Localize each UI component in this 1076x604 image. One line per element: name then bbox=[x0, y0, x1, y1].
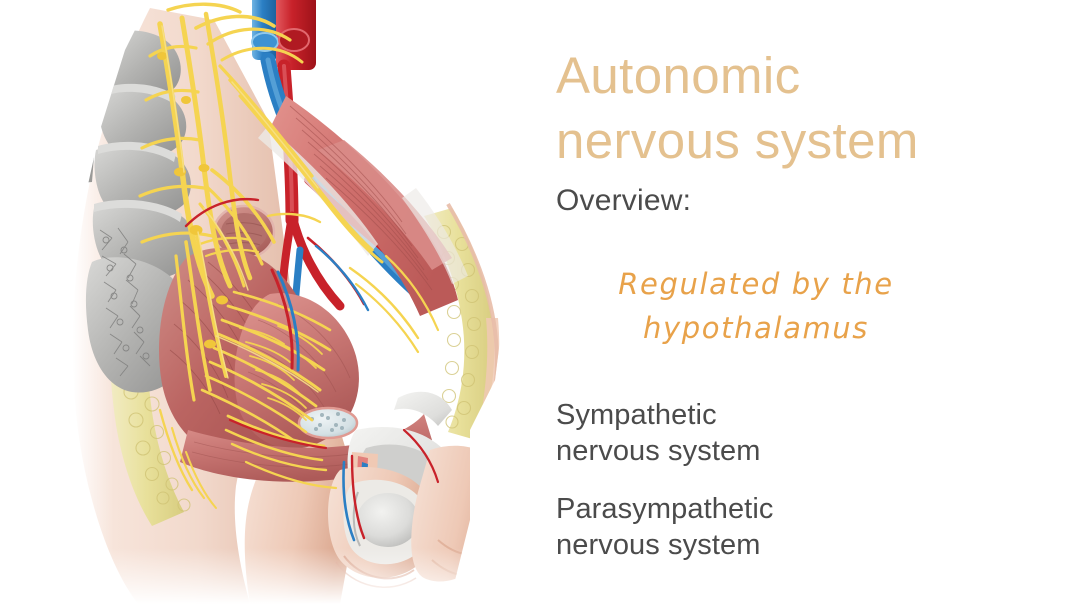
bottom-fade bbox=[66, 548, 505, 604]
slide-text-column: Autonomic nervous system Overview: Regul… bbox=[548, 0, 1076, 604]
highlight-note-line2: hypothalamus bbox=[643, 311, 869, 346]
branch-sympathetic: Sympathetic nervous system bbox=[556, 398, 956, 470]
overview-label: Overview: bbox=[556, 184, 692, 217]
lymph-node bbox=[297, 406, 359, 440]
page-title: Autonomic nervous system bbox=[556, 44, 1076, 174]
cancellous-bone-texture bbox=[99, 227, 151, 377]
page-title-line2: nervous system bbox=[556, 111, 919, 169]
anatomy-illustration-svg bbox=[66, 0, 505, 604]
branch-sympathetic-line1: Sympathetic bbox=[556, 399, 717, 431]
nerve-plexus-highlights bbox=[161, 25, 319, 393]
branch-parasympathetic-line2: nervous system bbox=[556, 528, 761, 561]
highlight-note: Regulated by the hypothalamus bbox=[556, 262, 956, 350]
anatomy-illustration bbox=[0, 0, 520, 604]
branch-sympathetic-line2: nervous system bbox=[556, 434, 761, 467]
branch-parasympathetic-line1: Parasympathetic bbox=[556, 493, 774, 525]
highlight-note-line1: Regulated by the bbox=[618, 267, 894, 301]
small-vessels-group bbox=[184, 198, 440, 542]
branch-parasympathetic: Parasympathetic nervous system bbox=[556, 492, 956, 564]
page-title-line1: Autonomic bbox=[556, 47, 801, 104]
